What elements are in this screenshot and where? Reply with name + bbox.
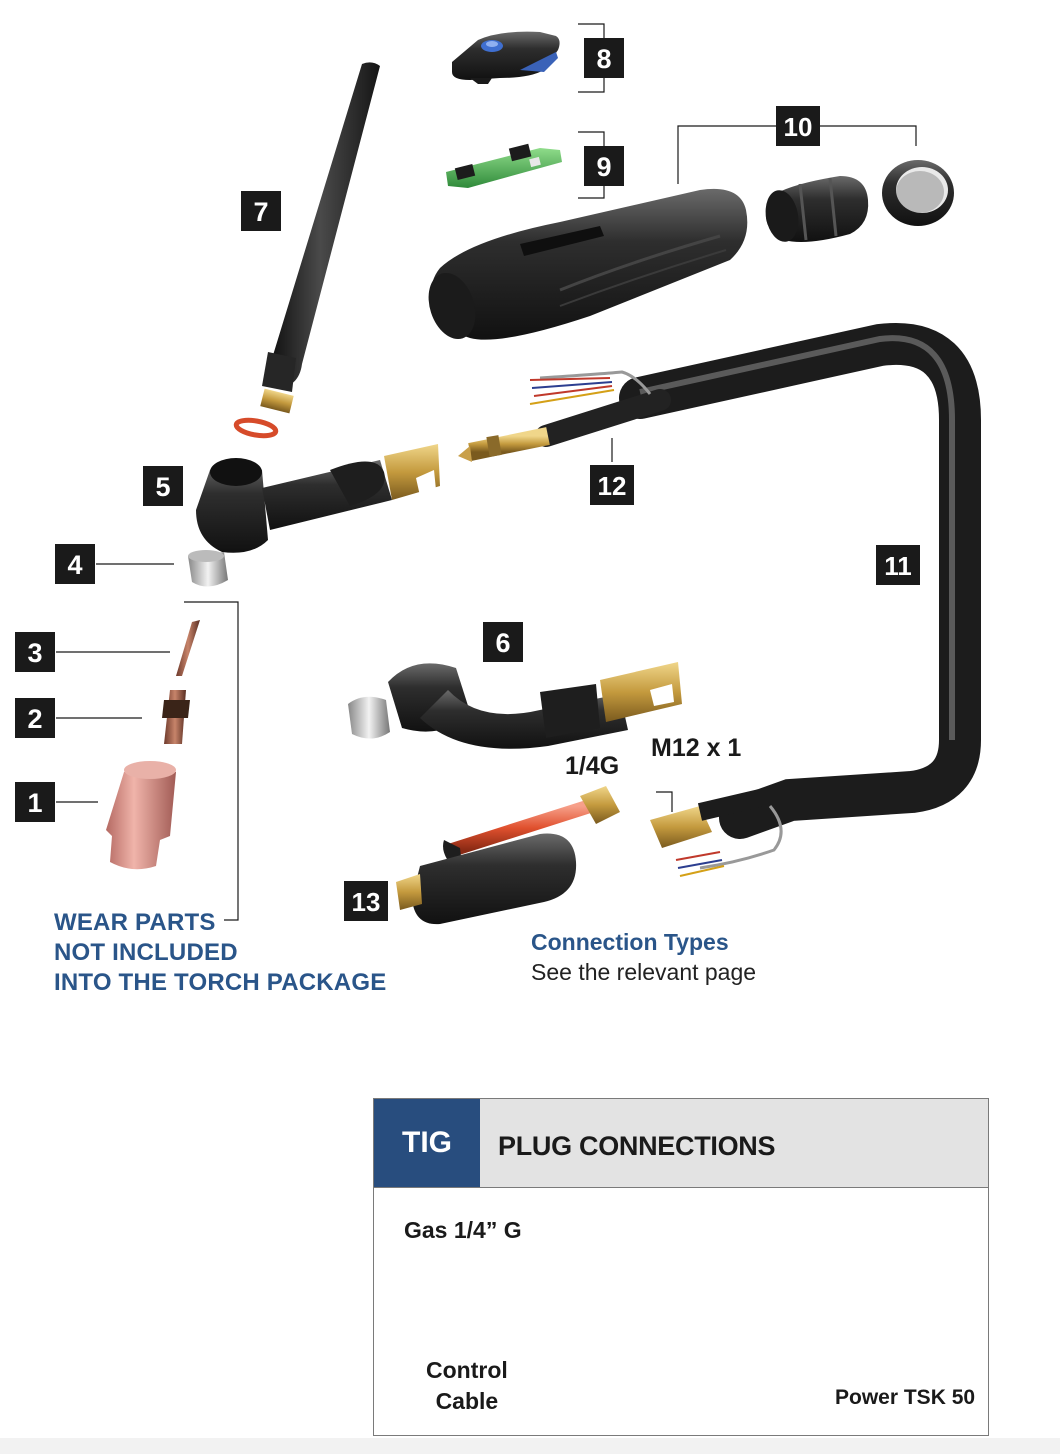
svg-text:13: 13 (352, 887, 381, 917)
part-10-connector-sleeve (765, 176, 869, 242)
plug-name-label: Power TSK 50 (835, 1386, 976, 1409)
svg-text:8: 8 (596, 44, 611, 74)
callout-1: 1 (15, 782, 55, 822)
svg-text:12: 12 (598, 471, 627, 501)
gas-label: Gas 1/4” G (404, 1217, 522, 1243)
part-5-torch-head (196, 444, 440, 553)
svg-text:5: 5 (155, 472, 170, 502)
callout-13: 13 (344, 881, 388, 921)
svg-text:10: 10 (784, 112, 813, 142)
plug-connections-header: TIG PLUG CONNECTIONS (374, 1099, 988, 1188)
callout-4: 4 (55, 544, 95, 584)
wear-note-line2: NOT INCLUDED (54, 939, 238, 966)
svg-text:6: 6 (495, 628, 510, 658)
wear-parts-note: WEAR PARTS NOT INCLUDED INTO THE TORCH P… (54, 908, 386, 998)
callout-10: 10 (776, 106, 820, 146)
part-11-cable-hose (619, 323, 981, 839)
part-8-button-cap (452, 31, 560, 84)
svg-text:1: 1 (27, 788, 42, 818)
control-label-line2: Cable (435, 1388, 499, 1414)
plug-connections-title: PLUG CONNECTIONS (498, 1131, 776, 1161)
connection-types-title: Connection Types (531, 929, 729, 955)
part-12-power-connection (458, 370, 671, 462)
power-fitting-label: M12 x 1 (651, 734, 742, 762)
gas-fitting-label: 1/4G (565, 752, 620, 780)
svg-text:3: 3 (27, 638, 42, 668)
callout-5: 5 (143, 466, 183, 506)
callout-9: 9 (584, 146, 624, 186)
callout-11: 11 (876, 545, 920, 585)
wear-note-line3: INTO THE TORCH PACKAGE (54, 969, 387, 996)
part-10-handle (428, 188, 748, 340)
part-7-back-cap (233, 62, 380, 439)
connection-types-subtitle: See the relevant page (531, 959, 757, 985)
page-bottom-strip (0, 1438, 1060, 1454)
svg-text:9: 9 (596, 152, 611, 182)
wear-note-line1: WEAR PARTS (54, 909, 216, 936)
part-m12-connector (650, 789, 783, 877)
svg-text:7: 7 (253, 197, 268, 227)
part-13-power-plug (396, 786, 620, 925)
part-2-collet (162, 690, 190, 744)
control-cable-label: Control Cable (426, 1355, 508, 1417)
svg-text:4: 4 (67, 550, 82, 580)
leader-lines (56, 23, 917, 921)
plug-connections-panel: TIG PLUG CONNECTIONS Gas 1/4” G Control … (373, 1098, 989, 1436)
svg-text:11: 11 (884, 551, 912, 581)
callout-3: 3 (15, 632, 55, 672)
part-4-collet-body (188, 550, 228, 587)
control-label-line1: Control (426, 1357, 508, 1383)
part-6-flexible-torch-head (348, 662, 682, 749)
part-3-electrode (176, 620, 200, 676)
part-9-circuit-board (446, 143, 562, 188)
callout-6: 6 (483, 622, 523, 662)
callout-2: 2 (15, 698, 55, 738)
part-1-ceramic-nozzle (106, 761, 176, 870)
callout-7: 7 (241, 191, 281, 231)
tig-tab: TIG (374, 1099, 480, 1187)
callout-8: 8 (584, 38, 624, 78)
svg-text:2: 2 (27, 704, 42, 734)
part-10-end-ring (882, 160, 954, 226)
callout-12: 12 (590, 465, 634, 505)
